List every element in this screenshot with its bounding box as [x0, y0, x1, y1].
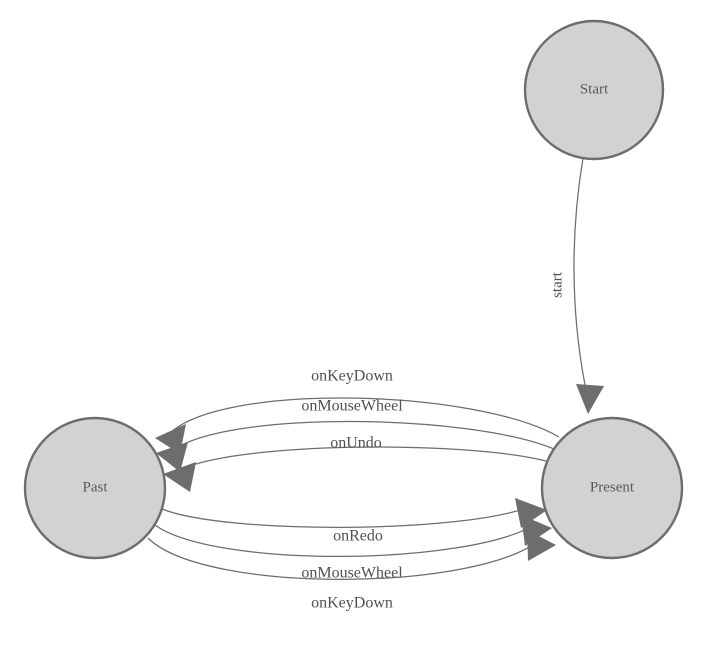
node-present[interactable]: Present: [540, 416, 684, 560]
edge-onmousewheel-undo[interactable]: onMouseWheel: [156, 398, 555, 472]
edge-start-arrowhead: [576, 384, 604, 414]
edge-onundo-label: onUndo: [330, 435, 382, 452]
edge-onmousewheel-undo-label: onMouseWheel: [301, 398, 403, 415]
edge-start-label: start: [549, 271, 565, 298]
node-start[interactable]: Start: [523, 19, 665, 161]
edge-onkeydown-undo-path: [170, 397, 560, 438]
edge-onkeydown-redo-label: onKeyDown: [311, 595, 393, 612]
node-start-label: Start: [580, 81, 609, 97]
edge-onundo-path: [177, 446, 547, 472]
edge-onmousewheel-undo-path: [171, 420, 555, 452]
node-past-label: Past: [82, 479, 108, 495]
edge-onkeydown-redo-arrowhead: [527, 530, 556, 561]
node-start-circle: [523, 19, 665, 161]
node-past-circle: [23, 416, 167, 560]
edge-onundo[interactable]: onUndo: [163, 435, 547, 492]
edge-start-path: [573, 157, 587, 391]
edge-onredo-path: [161, 505, 533, 528]
node-present-label: Present: [590, 479, 635, 495]
edge-onmousewheel-redo-path: [154, 523, 537, 557]
edge-onkeydown-undo-label: onKeyDown: [311, 368, 393, 385]
edge-onundo-arrowhead: [163, 462, 196, 492]
edge-onmousewheel-redo-label: onMouseWheel: [301, 565, 403, 582]
edge-onmousewheel-undo-arrowhead: [156, 442, 188, 472]
edge-start[interactable]: start: [549, 157, 604, 414]
edge-onmousewheel-redo[interactable]: onMouseWheel: [154, 515, 552, 582]
node-past[interactable]: Past: [23, 416, 167, 560]
edge-onredo[interactable]: onRedo: [161, 498, 547, 545]
edge-onkeydown-redo-path: [147, 537, 542, 580]
node-present-circle: [540, 416, 684, 560]
edge-onkeydown-redo[interactable]: onKeyDown: [147, 530, 556, 612]
edge-onredo-label: onRedo: [333, 528, 383, 545]
